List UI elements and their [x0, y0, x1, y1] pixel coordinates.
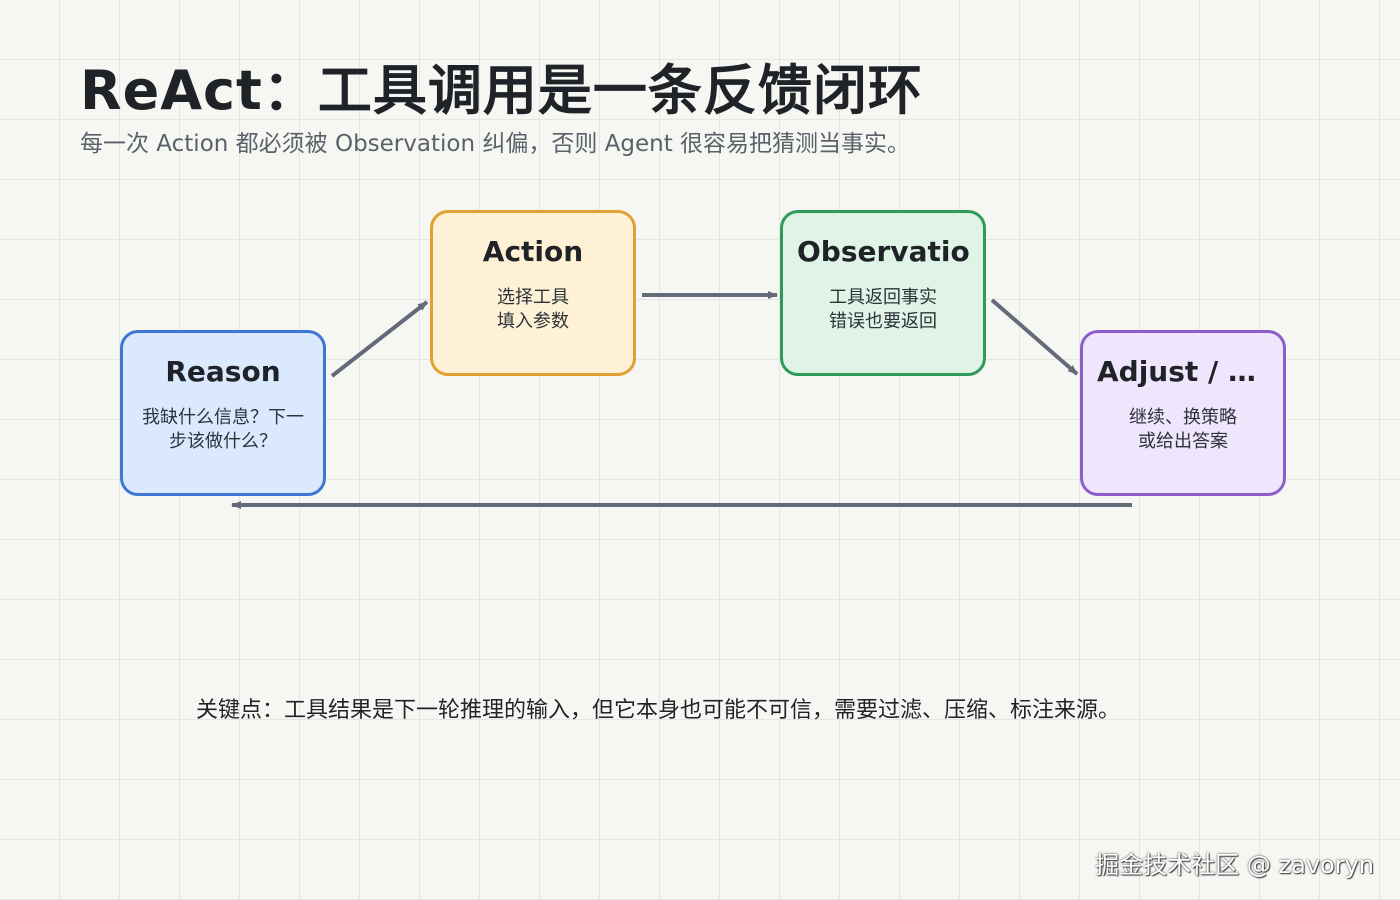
node-adjust-desc-line-2: 或给出答案 — [1138, 431, 1228, 452]
node-action-desc: 选择工具 填入参数 — [447, 286, 619, 334]
page-title: ReAct：工具调用是一条反馈闭环 — [80, 59, 923, 122]
edge-observation-to-adjust — [990, 298, 1079, 376]
node-adjust-desc-line-1: 继续、换策略 — [1129, 407, 1237, 428]
node-reason-desc-line: 我缺什么信息？下一步该做什么？ — [142, 407, 304, 452]
node-adjust: Adjust / Answer 继续、换策略 或给出答案 — [1080, 330, 1286, 496]
node-reason-title: Reason — [165, 355, 281, 388]
node-action-desc-line-1: 选择工具 — [497, 287, 569, 308]
key-point-note: 关键点：工具结果是下一轮推理的输入，但它本身也可能不可信，需要过滤、压缩、标注来… — [196, 698, 1121, 723]
page-subtitle: 每一次 Action 都必须被 Observation 纠偏，否则 Agent … — [80, 131, 911, 157]
node-action-title: Action — [482, 235, 584, 268]
node-adjust-desc: 继续、换策略 或给出答案 — [1097, 406, 1269, 454]
watermark: 掘金技术社区 @ zavoryn — [1095, 851, 1374, 879]
node-action: Action 选择工具 填入参数 — [430, 210, 636, 376]
edge-reason-to-action — [330, 300, 429, 378]
node-reason: Reason 我缺什么信息？下一步该做什么？ — [120, 330, 326, 496]
node-observation-desc-line-2: 错误也要返回 — [829, 311, 937, 332]
node-observation-desc: 工具返回事实 错误也要返回 — [797, 286, 969, 334]
node-observation-title: Observation — [797, 235, 969, 268]
node-observation: Observation 工具返回事实 错误也要返回 — [780, 210, 986, 376]
node-reason-desc: 我缺什么信息？下一步该做什么？ — [137, 406, 309, 454]
node-observation-desc-line-1: 工具返回事实 — [829, 287, 937, 308]
node-adjust-title: Adjust / Answer — [1097, 355, 1269, 388]
node-action-desc-line-2: 填入参数 — [497, 311, 569, 332]
